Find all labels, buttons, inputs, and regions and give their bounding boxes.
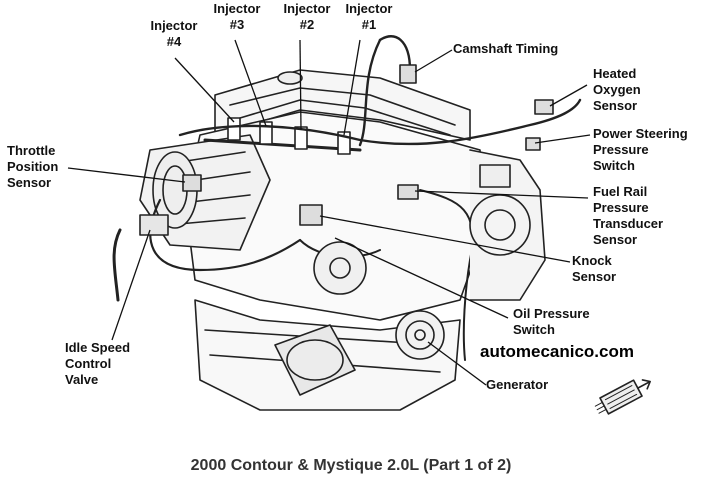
label-idle-speed-control-valve: Idle Speed Control Valve (65, 340, 131, 387)
label-power-steering-pressure-switch: Power Steering Pressure Switch (593, 126, 688, 173)
label-injector-1: Injector #1 (345, 1, 393, 32)
leader-knock-sensor (319, 215, 571, 263)
label-camshaft-timing: Camshaft Timing (453, 41, 559, 56)
label-injector-2: Injector #2 (283, 1, 331, 32)
label-heated-oxygen-sensor: Heated Oxygen Sensor (593, 66, 641, 113)
label-generator: Generator (486, 377, 549, 392)
label-injector-3: Injector #3 (213, 1, 261, 32)
leader-generator (427, 341, 487, 386)
watermark: automecanico.com (480, 342, 634, 361)
leader-injector1 (343, 39, 361, 136)
leader-injector2 (299, 39, 302, 131)
leader-power-steering (534, 134, 591, 144)
label-oil-pressure-switch: Oil Pressure Switch (513, 306, 590, 337)
engine-drawing (112, 35, 651, 415)
leader-injector3 (234, 39, 267, 127)
leader-idle-speed (111, 229, 151, 341)
leader-fuel-rail (414, 190, 589, 199)
leader-lines (67, 39, 591, 386)
leader-oil-pressure (334, 237, 509, 319)
leader-camshaft-timing (414, 49, 453, 73)
label-throttle-position-sensor: Throttle Position Sensor (7, 143, 59, 190)
leader-injector4 (174, 57, 235, 123)
label-knock-sensor: Knock Sensor (572, 253, 617, 284)
leader-throttle-position (67, 167, 186, 183)
label-injector-4: Injector #4 (150, 18, 198, 49)
label-fuel-rail-pressure-transducer-sensor: Fuel Rail Pressure Transducer Sensor (593, 184, 664, 247)
diagram-caption: 2000 Contour & Mystique 2.0L (Part 1 of … (190, 457, 512, 474)
leader-heated-oxygen-sensor (549, 84, 588, 107)
